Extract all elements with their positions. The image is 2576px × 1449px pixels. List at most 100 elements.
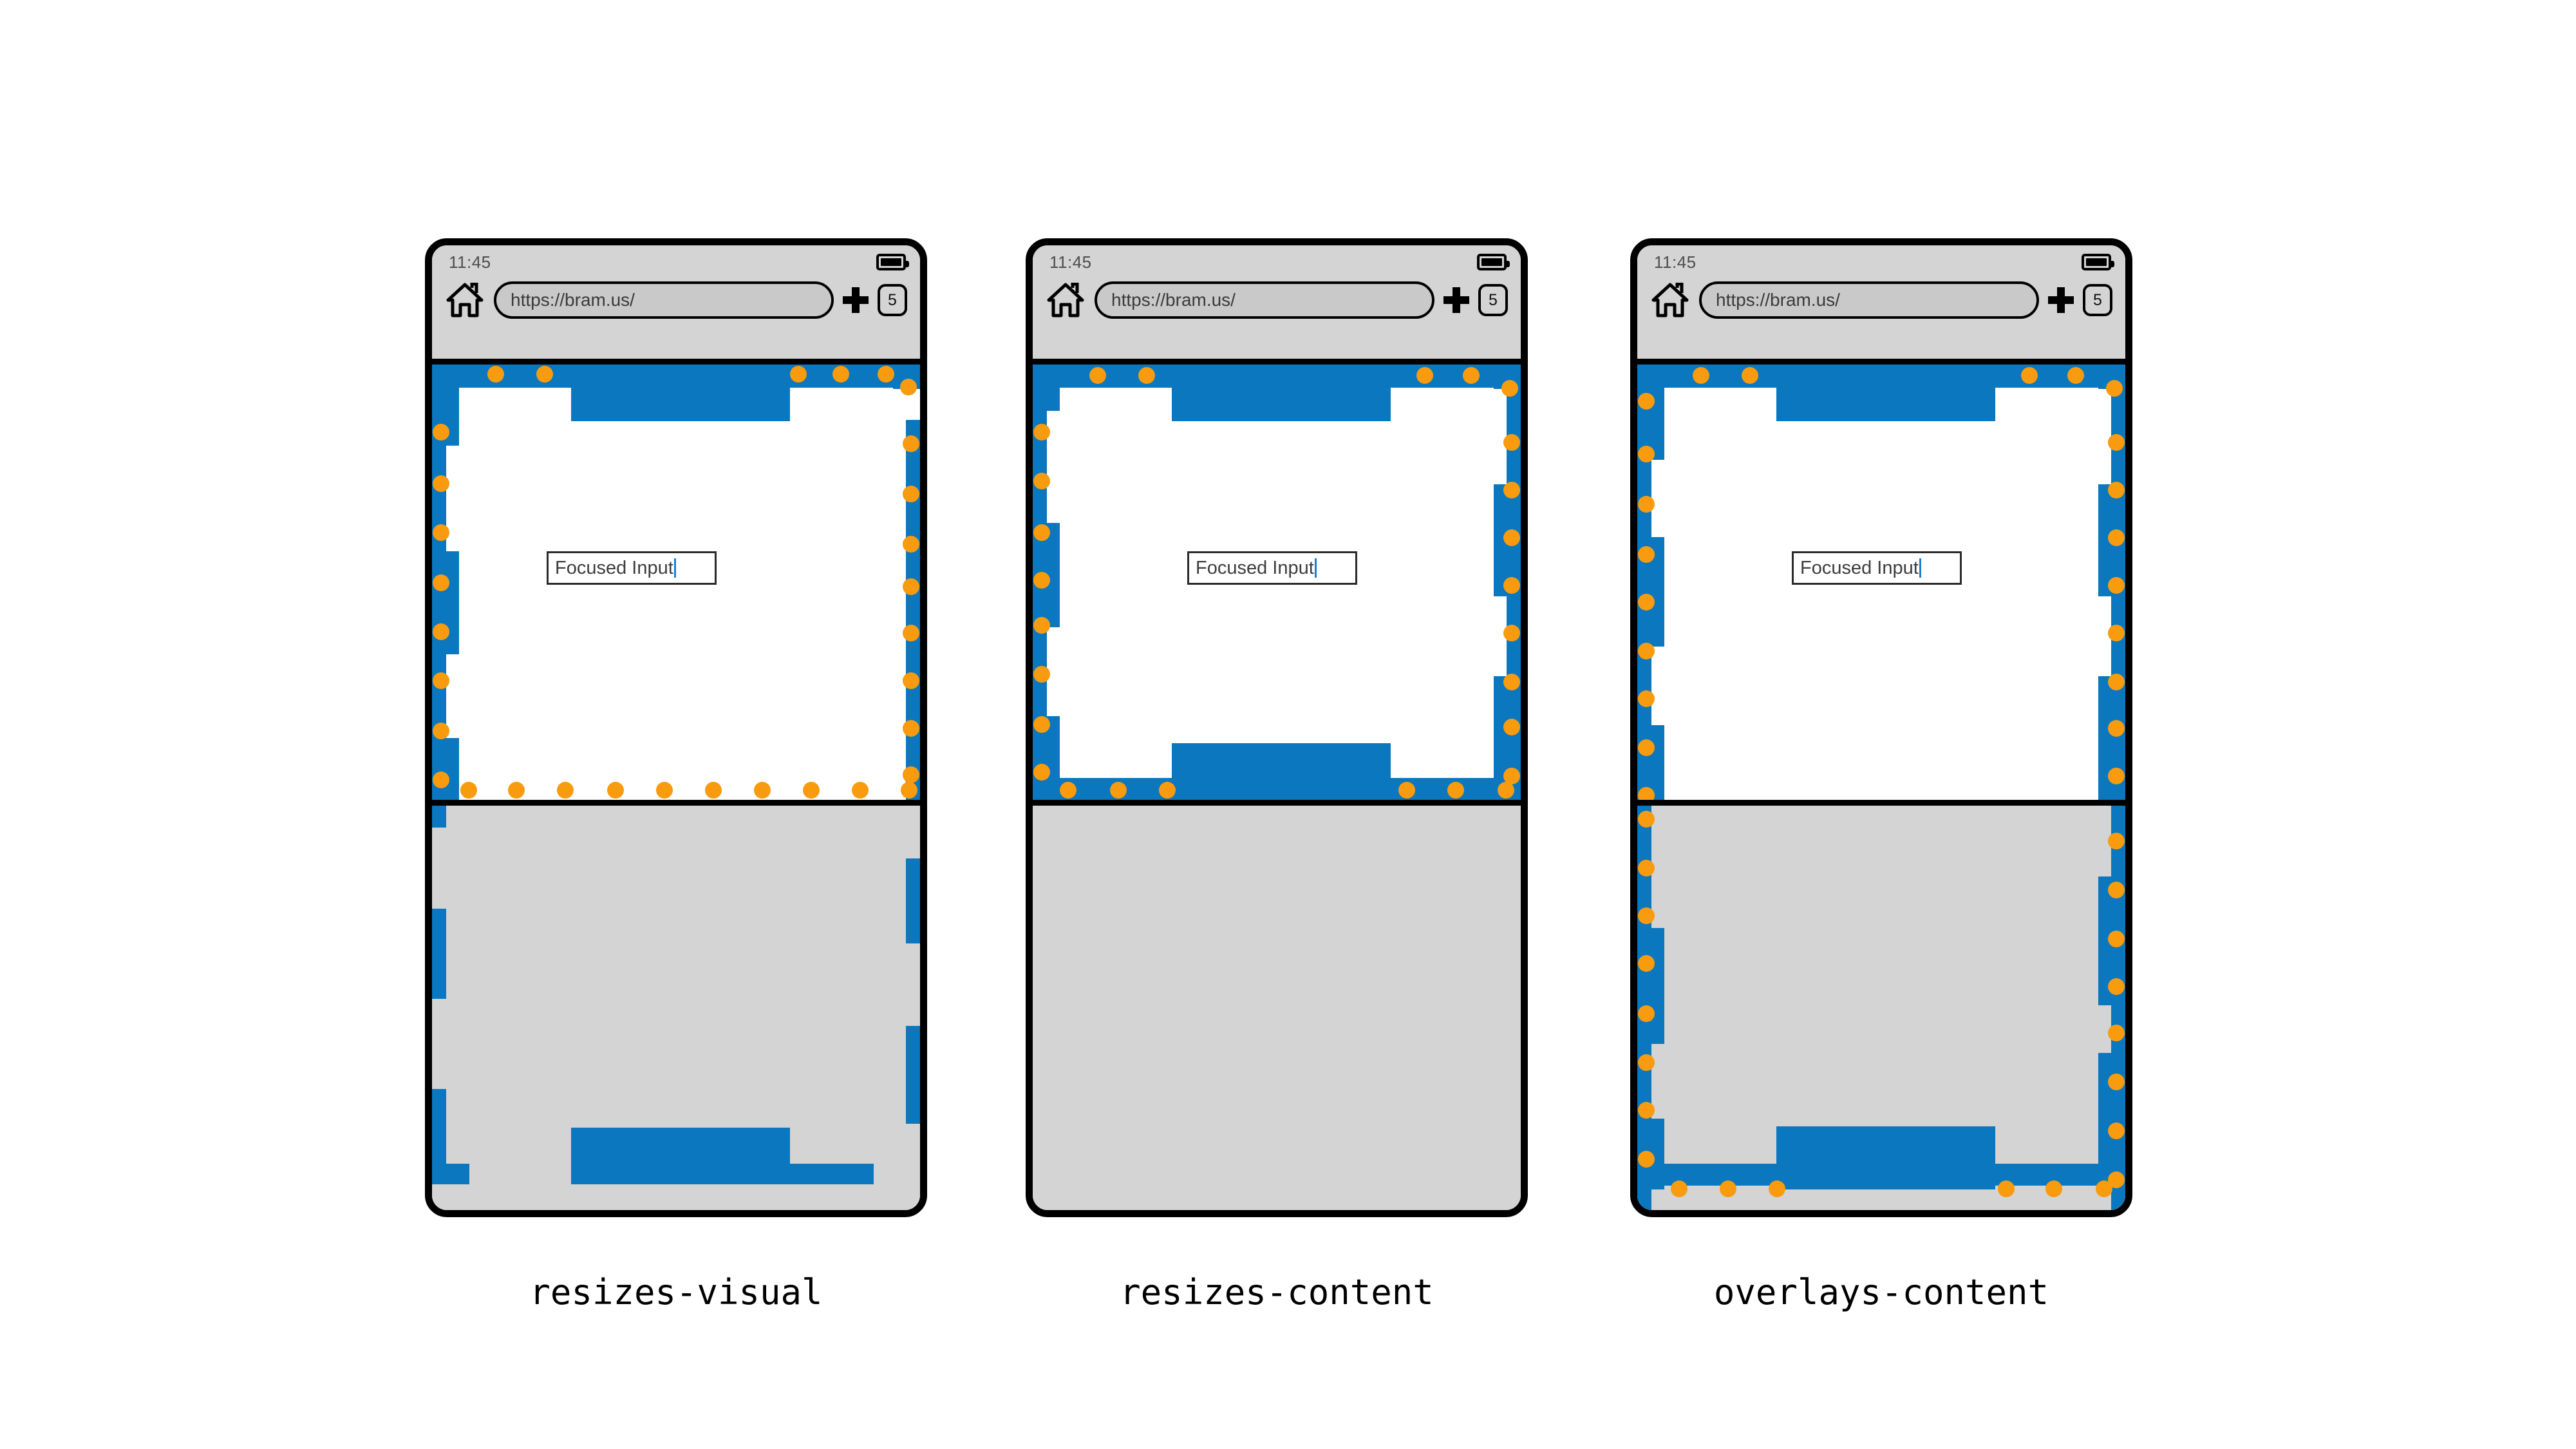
annotation-dot	[903, 766, 919, 783]
page-content-1: Focused Input	[432, 365, 920, 800]
home-icon[interactable]	[446, 282, 484, 317]
annotation-dot	[1089, 367, 1106, 384]
home-icon[interactable]	[1047, 282, 1084, 317]
annotation-dot	[2108, 768, 2125, 784]
annotation-dot	[1033, 572, 1050, 589]
annotation-dot	[433, 424, 449, 440]
browser-toolbar-2: https://bram.us/ 5	[1033, 274, 1521, 330]
phone-resizes-visual: 11:45 https://bram.us/ 5	[425, 238, 927, 1217]
phone-overlays-content: 11:45 https://bram.us/ 5	[1630, 238, 2132, 1217]
annotation-dot	[1501, 380, 1518, 397]
annotation-dot	[1638, 1005, 1655, 1022]
annotation-dot	[460, 782, 477, 799]
keyboard-separator-2	[1033, 800, 1521, 806]
annotation-dot	[2108, 674, 2125, 690]
annotation-dot	[878, 366, 894, 383]
page-footer-block	[1776, 1126, 1995, 1189]
annotation-dot	[1503, 577, 1520, 594]
page-header-block	[1172, 365, 1391, 421]
annotation-dot	[433, 672, 449, 689]
tab-count-button[interactable]: 5	[878, 284, 907, 316]
annotation-dot	[1769, 1180, 1785, 1197]
annotation-dot	[433, 623, 449, 640]
plus-icon[interactable]	[843, 287, 869, 313]
annotation-dot	[1138, 367, 1155, 384]
page-left-segment-c	[432, 738, 459, 800]
caption-overlays-content: overlays-content	[1713, 1272, 2049, 1312]
keyboard-separator-1	[432, 800, 920, 806]
annotation-dot	[2108, 720, 2125, 737]
page-right-segment-c	[906, 1026, 920, 1124]
annotation-dot	[1638, 811, 1655, 828]
annotation-dot	[656, 782, 673, 799]
annotation-dot	[1638, 1151, 1655, 1168]
page-content-2: Focused Input	[1033, 365, 1521, 800]
annotation-dot	[903, 672, 919, 689]
tab-count-button[interactable]: 5	[1478, 284, 1508, 316]
url-bar[interactable]: https://bram.us/	[1699, 281, 2039, 319]
url-bar[interactable]: https://bram.us/	[494, 281, 834, 319]
annotation-dot	[1416, 367, 1433, 384]
page-right-segment-e	[2098, 1053, 2125, 1189]
status-bar-clock: 11:45	[1049, 252, 1092, 272]
annotation-dot	[1398, 782, 1415, 799]
annotation-dot	[903, 720, 919, 737]
annotation-dot	[903, 435, 919, 452]
annotation-dot	[2108, 882, 2125, 898]
annotation-dot	[2108, 833, 2125, 849]
battery-icon	[2082, 254, 2114, 270]
focused-input[interactable]: Focused Input	[1187, 551, 1357, 585]
url-text: https://bram.us/	[1716, 290, 1840, 310]
page-left-segment-d	[1637, 928, 1664, 1044]
viewport-2: Focused Input	[1033, 365, 1521, 800]
page-header-block	[1776, 365, 1995, 421]
annotation-dot	[754, 782, 771, 799]
annotation-dot	[1998, 1180, 2015, 1197]
phone-resizes-content: 11:45 https://bram.us/ 5	[1026, 238, 1528, 1217]
page-left-segment-f	[432, 1089, 446, 1184]
annotation-dot	[2106, 380, 2123, 397]
annotation-dot	[1671, 1180, 1688, 1197]
annotation-dot	[790, 366, 807, 383]
annotation-dot	[705, 782, 722, 799]
home-icon[interactable]	[1651, 282, 1689, 317]
annotation-dot	[1638, 690, 1655, 707]
focused-input-value: Focused Input	[1800, 557, 1919, 578]
annotation-dot	[2108, 1025, 2125, 1041]
url-bar[interactable]: https://bram.us/	[1095, 281, 1434, 319]
annotation-dot	[1503, 674, 1520, 690]
annotation-dot	[508, 782, 525, 799]
annotation-dot	[1638, 393, 1655, 410]
browser-chrome-3: 11:45 https://bram.us/ 5	[1637, 245, 2125, 365]
status-bar-1: 11:45	[432, 245, 920, 274]
annotation-dot	[1503, 434, 1520, 451]
annotation-dot	[1159, 782, 1176, 799]
browser-chrome-1: 11:45 https://bram.us/ 5	[432, 245, 920, 365]
annotation-dot	[1463, 367, 1480, 384]
annotation-dot	[2108, 434, 2125, 451]
annotation-dot	[1638, 1102, 1655, 1119]
page-content-under-keyboard-1	[432, 806, 920, 1210]
page-right-segment-b	[906, 858, 920, 943]
annotation-dot	[1033, 666, 1050, 683]
annotation-dot	[2108, 529, 2125, 546]
page-left-segment-e	[432, 909, 446, 999]
annotation-dot	[607, 782, 624, 799]
browser-chrome-2: 11:45 https://bram.us/ 5	[1033, 245, 1521, 365]
focused-input-value: Focused Input	[1196, 557, 1314, 578]
virtual-keyboard-1	[432, 806, 920, 1210]
annotation-dot	[1033, 716, 1050, 733]
annotation-dot	[1033, 424, 1050, 440]
annotation-dot	[1498, 782, 1514, 799]
tab-count-button[interactable]: 5	[2083, 284, 2112, 316]
focused-input[interactable]: Focused Input	[547, 551, 717, 585]
plus-icon[interactable]	[1443, 287, 1469, 313]
focused-input[interactable]: Focused Input	[1792, 551, 1962, 585]
url-text: https://bram.us/	[511, 290, 635, 310]
annotation-dot	[1503, 482, 1520, 498]
page-footer-strip	[571, 1164, 874, 1184]
annotation-dot	[1503, 719, 1520, 735]
annotation-dot	[1447, 782, 1464, 799]
plus-icon[interactable]	[2048, 287, 2074, 313]
annotation-dot	[832, 366, 849, 383]
